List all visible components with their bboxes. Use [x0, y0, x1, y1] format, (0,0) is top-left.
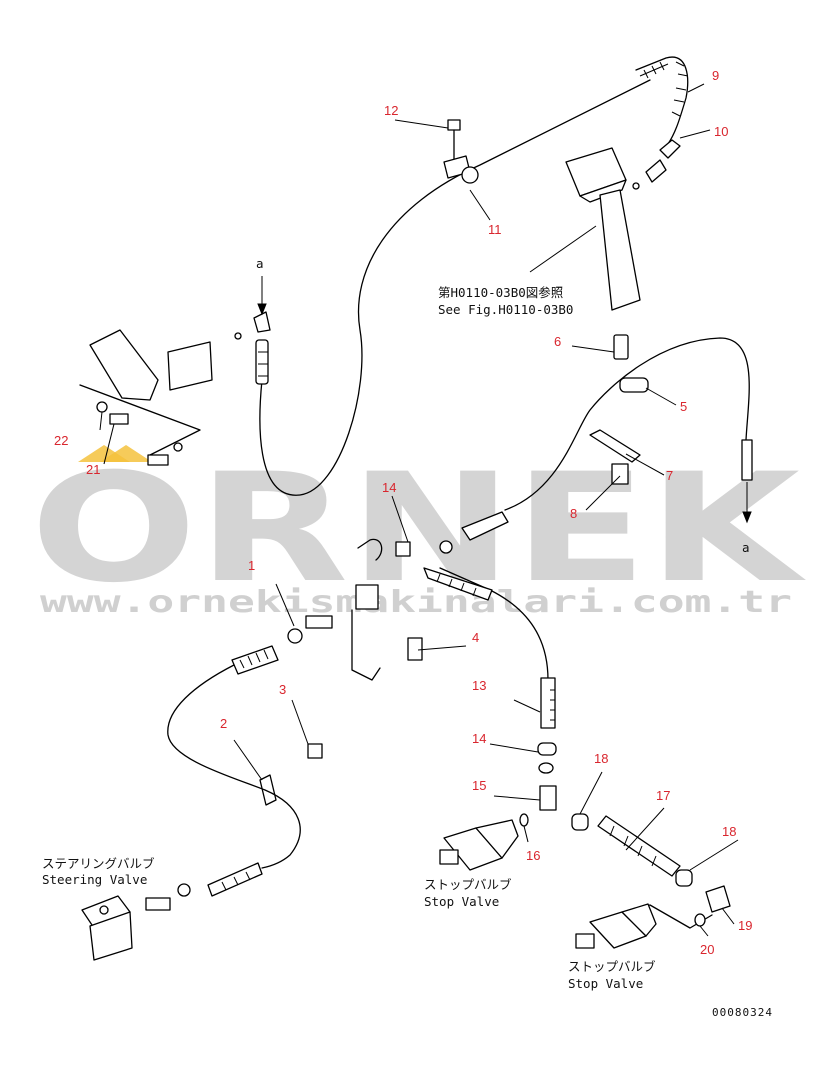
fitting-19 — [705, 885, 731, 913]
parts — [79, 119, 731, 961]
leader-lines — [99, 83, 739, 937]
bracket-4 — [351, 609, 381, 681]
callout-5: 5 — [680, 399, 687, 414]
hose-9 — [635, 56, 689, 145]
drawing-code: 00080324 — [712, 1006, 773, 1019]
steering-valve — [81, 883, 191, 961]
hose-top-left — [259, 79, 651, 496]
callout-13: 13 — [472, 678, 486, 693]
stop-valve-2 — [575, 903, 657, 949]
callout-15: 15 — [472, 778, 486, 793]
callout-21: 21 — [86, 462, 100, 477]
steering-label-en: Steering Valve — [42, 872, 147, 887]
hose-right — [504, 337, 750, 511]
steering-label-jp: ステアリングバルブ — [42, 856, 155, 871]
callout-9: 9 — [712, 68, 719, 83]
connector-a-top: a — [256, 256, 267, 316]
bolt-12 — [447, 119, 461, 131]
callout-8: 8 — [570, 506, 577, 521]
callout-16: 16 — [526, 848, 540, 863]
bracket-left — [89, 329, 159, 401]
clamp-5 — [619, 377, 649, 393]
bolt-8 — [611, 463, 629, 485]
hose-steering — [167, 664, 301, 869]
callout-20: 20 — [700, 942, 714, 957]
stop-valve-1-label-jp: ストップバルブ — [424, 877, 512, 892]
watermark-accent-right — [100, 445, 152, 462]
callout-14-upper: 14 — [382, 480, 396, 495]
callout-3: 3 — [279, 682, 286, 697]
stop-valve-1-label-en: Stop Valve — [424, 894, 499, 909]
callout-14-lower: 14 — [472, 731, 486, 746]
hose-13 — [439, 567, 549, 681]
clamp-2 — [259, 774, 277, 806]
bolt-4 — [407, 637, 423, 661]
fitting-1 — [305, 615, 333, 629]
notes: 第H0110-03B0図参照 See Fig.H0110-03B0 ステアリング… — [42, 285, 656, 991]
bracket-7 — [589, 429, 641, 463]
callouts: 9 10 12 11 6 5 7 8 14 1 4 13 3 2 14 18 1… — [54, 68, 752, 957]
bolt-3 — [307, 743, 323, 759]
callout-2: 2 — [220, 716, 227, 731]
callout-22: 22 — [54, 433, 68, 448]
clamp-14a — [395, 541, 411, 557]
washer-22 — [96, 401, 108, 413]
elbow-pipe — [357, 538, 383, 561]
callout-18-upper: 18 — [594, 751, 608, 766]
callout-19: 19 — [738, 918, 752, 933]
clamp-18b — [675, 869, 693, 887]
stop-valve-2-label-jp: ストップバルブ — [568, 959, 656, 974]
fitting-10 — [659, 139, 681, 159]
fitting-10b — [645, 159, 667, 183]
connector-a-right: a — [742, 482, 752, 555]
watermark-url: www.ornekismakinalari.com.tr — [40, 585, 792, 620]
fitting-right-a — [741, 439, 753, 481]
callout-12: 12 — [384, 103, 398, 118]
bolt-21b — [147, 454, 169, 466]
clamp-14b — [537, 742, 557, 756]
callout-6: 6 — [554, 334, 561, 349]
connector-top-label: a — [256, 256, 264, 271]
ref-note-jp: 第H0110-03B0図参照 — [438, 285, 563, 300]
valve-block — [167, 341, 213, 391]
block-4 — [355, 584, 379, 610]
connector-right-label: a — [742, 540, 750, 555]
coupling-center — [461, 511, 509, 541]
hose-sleeves — [207, 339, 753, 897]
bolt-21 — [109, 413, 129, 425]
fitting-top-a — [255, 339, 269, 385]
callout-7: 7 — [666, 468, 673, 483]
ref-note-en: See Fig.H0110-03B0 — [438, 302, 573, 317]
bolt-6 — [613, 334, 629, 360]
stop-valve-2-label-en: Stop Valve — [568, 976, 643, 991]
callout-4: 4 — [472, 630, 479, 645]
watermark-brand: ORNEK — [30, 442, 806, 616]
watermark: ORNEK www.ornekismakinalari.com.tr — [30, 442, 806, 620]
clamp-18a — [571, 813, 589, 831]
callout-10: 10 — [714, 124, 728, 139]
o-ring-1 — [287, 628, 303, 644]
o-ring-16 — [519, 813, 529, 827]
sleeve-upper-left — [231, 645, 279, 675]
callout-1: 1 — [248, 558, 255, 573]
lever-arm — [599, 189, 641, 311]
stop-valve-1 — [439, 819, 519, 871]
callout-18-lower: 18 — [722, 824, 736, 839]
callout-17: 17 — [656, 788, 670, 803]
callout-11: 11 — [488, 222, 502, 237]
control-lever — [565, 147, 641, 311]
tee-15 — [539, 785, 557, 811]
hose-17 — [597, 815, 681, 877]
o-ring-20 — [694, 913, 706, 927]
